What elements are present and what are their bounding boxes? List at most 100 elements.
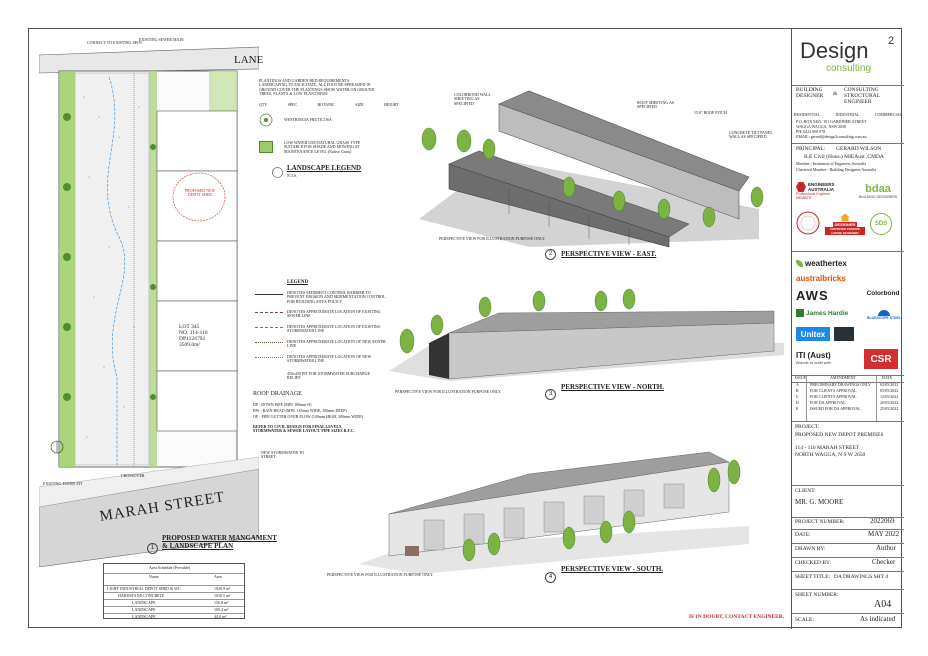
sds-badge: SDS <box>870 213 892 235</box>
roof-drainage-line-3: OF - PIPE GUTTER OVER FLOW (100mm HIGH, … <box>253 414 364 419</box>
roof-drainage-refer: REFER TO CIVIL DESIGN FOR FINAL LEVELS, … <box>253 424 355 434</box>
existing-entry-note: EXISTING ENTRY PIT <box>43 481 83 486</box>
address-line-4: EMAIL: gerard@design2consulting.com.au <box>796 134 867 139</box>
east-caption: PERSPECTIVE VIEW FOR ILLUSTRATION PURPOS… <box>439 236 546 241</box>
plan-title: PROPOSED WATER MANGAMENT & LANDSCAPE PLA… <box>162 534 277 550</box>
north-title: PERSPECTIVE VIEW - NORTH. <box>561 383 664 391</box>
project-name: PROPOSED NEW DEPOT PREMISES <box>795 432 884 438</box>
project-label: PROJECT: <box>795 424 820 430</box>
north-number-badge: 3 <box>545 389 556 400</box>
bluescope-icon <box>878 310 890 316</box>
principal-quals: B.E Civil (Hons.) MIEAust ,CMDA <box>804 154 884 160</box>
legend-item-4: DENOTES APPROXIMATE LOCATION OF NEW SEWE… <box>287 339 386 349</box>
sewer-note: EXISTING SEWER MAIN <box>139 37 184 42</box>
weathertex-leaf-icon <box>796 259 803 267</box>
tree-row-label: WESTRINGIA FRUTICOSA <box>284 117 332 122</box>
sheet-number-label: SHEET NUMBER: <box>795 592 839 598</box>
sheet-title-value: DA DRAWINGS SHT 4 <box>834 574 889 580</box>
east-note-concrete: CONCRETE TILT PANEL WALL AS SPECIFIED <box>729 130 773 140</box>
services-left: BUILDING DESIGNER <box>796 87 824 100</box>
engineers-australia-badge: ENGINEERS AUSTRALIA Professional Enginee… <box>796 182 835 200</box>
landscape-legend-scale: N.T.S. <box>287 173 298 178</box>
legend-item-3: DENOTES APPROXIMATE LOCATION OF EXISTING… <box>287 324 381 334</box>
revision-row: C FOR CLIENTS APPROVAL 12/05/2022 <box>796 394 899 399</box>
roof-drainage-title: ROOF DRAINAGE <box>253 391 302 397</box>
colorbond-logo: Colorbond <box>866 289 900 297</box>
east-note-colorbond: COLORBOND WALL SHEETING AS SPECIFIED <box>454 92 491 106</box>
landscape-table-header: QTY SPEC BOTANIC SIZE HEIGHT <box>259 102 399 107</box>
revision-header: ISSUE AMENDMENT DATE <box>795 375 893 380</box>
south-number-badge: 4 <box>545 572 556 583</box>
client-label: CLIENT: <box>795 488 816 494</box>
landscape-legend-marker-icon <box>272 167 283 178</box>
revision-row: E ISSUED FOR DA APPROVAL 25/05/2022 <box>796 406 899 411</box>
drawing-sheet: LANE EXISTING SEWER MAIN CONNECT TO EXIS… <box>28 28 904 629</box>
grass-note: LOW WATER USE/NATURAL GRASS TYPE SUITABL… <box>284 140 361 154</box>
project-number: 2022069 <box>870 517 895 525</box>
area-schedule-table: Area Schedule (Pervable) Name Area LIGHT… <box>103 563 245 619</box>
principal-line2: Member - Institution of Engineers Austra… <box>796 161 867 166</box>
services-amp: & <box>833 91 838 97</box>
iti-logo: ITI (Aust) Brands to build with <box>796 351 831 365</box>
site-plan <box>39 46 259 567</box>
company-logo: Design 2 consulting <box>800 35 895 74</box>
east-title: PERSPECTIVE VIEW - EAST. <box>561 250 657 258</box>
connect-note: CONNECT TO EXISTING SPOT <box>87 40 143 45</box>
roof-drainage-line-1: DP - DOWN PIPE (MIN 100mm Ø) <box>253 402 312 407</box>
landscape-legend-title: LANDSCAPE LEGEND <box>287 164 362 172</box>
revision-row: D FOR DA APPROVAL 20/05/2022 <box>796 400 899 405</box>
james-hardie-icon <box>796 309 804 317</box>
principal-label: PRINCIPAL: <box>796 146 826 152</box>
proposed-shed-label: PROPOSED NEW DEPOT SHED <box>184 188 216 198</box>
ea-hex-icon <box>796 182 806 192</box>
grass-swatch <box>259 141 273 153</box>
legend-item-5: DENOTES APPROXIMATE LOCATION OF NEW STOR… <box>287 354 372 364</box>
passive-house-icon <box>840 213 850 222</box>
lane-label: LANE <box>234 54 264 66</box>
landscape-intro: PLANTINGS AND GARDEN BED REQUIREMENTS LA… <box>259 78 375 97</box>
lot-info: LOT 345 NO. 114-116 DP1124792 3509.0m² <box>179 324 208 349</box>
east-note-roof: ROOF SHEETING AS SPECIFIED <box>637 100 675 110</box>
area-schedule-title: Area Schedule (Pervable) <box>149 565 191 570</box>
address-line-3: PH: 0423 900 978 <box>796 129 826 134</box>
east-number-badge: 2 <box>545 249 556 260</box>
table-row: LANDSCAPE 105.4 m² <box>104 606 244 613</box>
date-value: MAY 2022 <box>868 530 900 538</box>
categories: RESIDENTIAL INDUSTRIAL COMMERCIAL <box>794 112 902 117</box>
legend-pit-note: 450x450 PIT FOR STORMWATER SURCHARGE REL… <box>287 371 370 381</box>
scale-value: As indicated <box>860 615 896 623</box>
legend-item-1: DENOTES SEDIMENT CONTROL BARRIER TO PREV… <box>287 290 386 304</box>
bluescope-logo: BLUESCOPE STEEL <box>866 305 902 325</box>
sheet-number-value: A04 <box>874 599 892 610</box>
perspective-north-render <box>389 288 784 381</box>
weathertex-logo: weathertex <box>796 257 856 269</box>
table-row: HARDSTAND CONCRETE 1010.5 m² <box>104 592 244 599</box>
drawn-label: DRAWN BY: <box>795 546 826 552</box>
south-title: PERSPECTIVE VIEW - SOUTH. <box>561 565 664 573</box>
revision-row: A PRELIMINARY DRAWINGS ONLY 02/05/2022 <box>796 382 899 387</box>
principal-line3: Chartered Member - Building Designers Au… <box>796 167 877 172</box>
perspective-east-render <box>419 90 764 247</box>
dark-logo-block <box>834 327 854 341</box>
legend-item-2: DENOTES APPROXIMATE LOCATION OF EXISTING… <box>287 309 381 319</box>
checked-value: Checker <box>872 558 896 566</box>
table-row: LANDSCAPE 156.8 m² <box>104 599 244 606</box>
south-caption: PERSPECTIVE VIEW FOR ILLUSTRATION PURPOS… <box>327 572 434 577</box>
scale-label: SCALE: <box>795 617 814 623</box>
crossover-note: CROSSOVER <box>121 473 145 478</box>
tree-symbol-icon <box>259 113 273 127</box>
east-note-pitch: 15.0° ROOF PITCH <box>694 110 727 115</box>
seal-badge-icon <box>796 211 820 235</box>
north-caption: PERSPECTIVE VIEW FOR ILLUSTRATION PURPOS… <box>395 389 502 394</box>
james-hardie-logo: James Hardie <box>796 307 854 319</box>
bdaa-badge: bdaa BUILDING DESIGNERS <box>858 183 898 199</box>
roof-drainage-line-2: BW - RAIN HEAD (MIN. 165mm WIDE, 100mm D… <box>253 408 347 413</box>
legend-title: LEGEND <box>287 280 309 285</box>
warning-note: IF IN DOUBT, CONTACT ENGINEER. <box>689 614 785 620</box>
drawn-value: Author <box>876 544 896 552</box>
client-name: MR. G. MOORE <box>795 498 844 506</box>
title-block: Design 2 consulting BUILDING DESIGNER & … <box>791 29 904 629</box>
new-stormwater-note: NEW STORMWATER TO STREET <box>261 450 305 460</box>
services-right: CONSULTING STRUCTURAL ENGINEER <box>844 87 880 106</box>
plan-number-badge: 1 <box>147 543 158 554</box>
